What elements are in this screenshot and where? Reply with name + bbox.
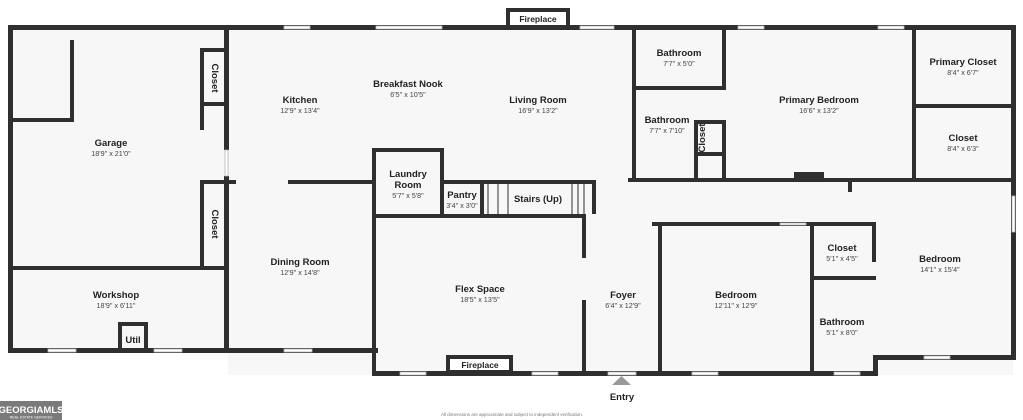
primary-closet-dims: 8'4" x 6'7": [947, 68, 979, 77]
room-breakfast-nook: Breakfast Nook 6'5" x 10'5": [373, 79, 443, 99]
bathroom-low-name: Bathroom: [820, 317, 865, 328]
room-kitchen: Kitchen 12'9" x 13'4": [280, 95, 320, 115]
flex-space-name: Flex Space: [455, 284, 505, 295]
dining-room-name: Dining Room: [270, 257, 329, 268]
bedroom-right-dims: 14'1" x 15'4": [920, 265, 960, 274]
closet-garage-mid-name: Closet: [209, 209, 220, 239]
closet-garage-top-name: Closet: [209, 63, 220, 93]
breakfast-nook-dims: 6'5" x 10'5": [390, 90, 426, 99]
disclaimer-text: All dimensions are approximate and subje…: [441, 412, 583, 417]
house-floor: [228, 27, 1013, 375]
bathroom-mid-name: Bathroom: [645, 115, 690, 126]
entry-label: Entry: [610, 392, 635, 403]
dining-room-dims: 12'9" x 14'8": [280, 268, 320, 277]
laundry-name-line2: Room: [395, 180, 422, 191]
room-bathroom-top: Bathroom 7'7" x 5'0": [657, 48, 702, 68]
windows: [47, 25, 1016, 376]
garage-dims: 18'9" x 21'0": [91, 149, 131, 158]
fireplace-bottom: Fireplace: [446, 355, 513, 374]
interior-walls: [10, 25, 1014, 376]
pantry-dims: 3'4" x 3'0": [446, 201, 478, 210]
garage-floor: [10, 27, 228, 351]
flex-space-dims: 18'5" x 13'5": [460, 295, 500, 304]
pantry-name: Pantry: [447, 190, 477, 201]
primary-closet-name: Primary Closet: [929, 57, 997, 68]
closet-small-dims: 5'1" x 4'5": [826, 254, 858, 263]
bathroom-top-name: Bathroom: [657, 48, 702, 59]
fireplace-top-label: Fireplace: [519, 14, 557, 24]
room-workshop: Workshop 18'9" x 6'11": [93, 290, 139, 310]
room-laundry: Laundry Room 5'7" x 5'8": [389, 169, 427, 200]
primary-bedroom-name: Primary Bedroom: [779, 95, 859, 106]
garage-name: Garage: [95, 138, 128, 149]
room-pantry: Pantry 3'4" x 3'0": [446, 190, 478, 210]
room-garage: Garage 18'9" x 21'0": [91, 138, 131, 158]
room-primary-bedroom: Primary Bedroom 16'6" x 13'2": [779, 95, 859, 115]
foyer-dims: 6'4" x 12'9": [605, 301, 641, 310]
workshop-dims: 18'9" x 6'11": [97, 301, 136, 310]
closet-small-name: Closet: [827, 243, 857, 254]
workshop-name: Workshop: [93, 290, 139, 301]
fireplace-bottom-label: Fireplace: [461, 360, 499, 370]
living-room-name: Living Room: [509, 95, 567, 106]
room-dining: Dining Room 12'9" x 14'8": [270, 257, 329, 277]
bedroom-right-name: Bedroom: [919, 254, 961, 265]
georgia-mls-logo: GEORGIAMLS REAL ESTATE SERVICES: [0, 401, 63, 420]
logo-sub-text: REAL ESTATE SERVICES: [10, 416, 53, 420]
room-foyer: Foyer 6'4" x 12'9": [605, 290, 641, 310]
bathroom-low-dims: 5'1" x 8'0": [826, 328, 858, 337]
living-room-dims: 16'9" x 13'2": [518, 106, 558, 115]
room-bathroom-low: Bathroom 5'1" x 8'0": [820, 317, 865, 337]
room-living-room: Living Room 16'9" x 13'2": [509, 95, 567, 115]
laundry-name: Laundry: [389, 169, 427, 180]
util-name: Util: [125, 335, 140, 346]
stairs-graphic: [487, 180, 596, 214]
room-bedroom-right: Bedroom 14'1" x 15'4": [919, 254, 961, 274]
bathroom-top-dims: 7'7" x 5'0": [663, 59, 695, 68]
fireplace-top: Fireplace: [506, 8, 570, 29]
closet-right-dims: 8'4" x 6'3": [947, 144, 979, 153]
room-bathroom-mid: Bathroom 7'7" x 7'10": [645, 115, 690, 135]
room-closet-right: Closet 8'4" x 6'3": [947, 133, 979, 153]
primary-bedroom-dims: 16'6" x 13'2": [799, 106, 839, 115]
breakfast-nook-name: Breakfast Nook: [373, 79, 443, 90]
kitchen-name: Kitchen: [283, 95, 318, 106]
kitchen-dims: 12'9" x 13'4": [280, 106, 320, 115]
foyer-name: Foyer: [610, 290, 636, 301]
closet-bath-name: Closet: [697, 123, 708, 153]
entry-arrow-icon: [612, 376, 631, 385]
room-primary-closet: Primary Closet 8'4" x 6'7": [929, 57, 997, 77]
stairs-name: Stairs (Up): [514, 194, 562, 205]
hearth: [794, 172, 824, 180]
room-flex-space: Flex Space 18'5" x 13'5": [455, 284, 505, 304]
bedroom-center-dims: 12'11" x 12'9": [715, 301, 758, 310]
bathroom-mid-dims: 7'7" x 7'10": [649, 126, 685, 135]
laundry-dims: 5'7" x 5'8": [392, 191, 424, 200]
bedroom-center-name: Bedroom: [715, 290, 757, 301]
room-closet-small: Closet 5'1" x 4'5": [826, 243, 858, 263]
logo-main-text: GEORGIAMLS: [0, 405, 63, 416]
closet-right-name: Closet: [948, 133, 978, 144]
room-bedroom-center: Bedroom 12'11" x 12'9": [715, 290, 758, 310]
